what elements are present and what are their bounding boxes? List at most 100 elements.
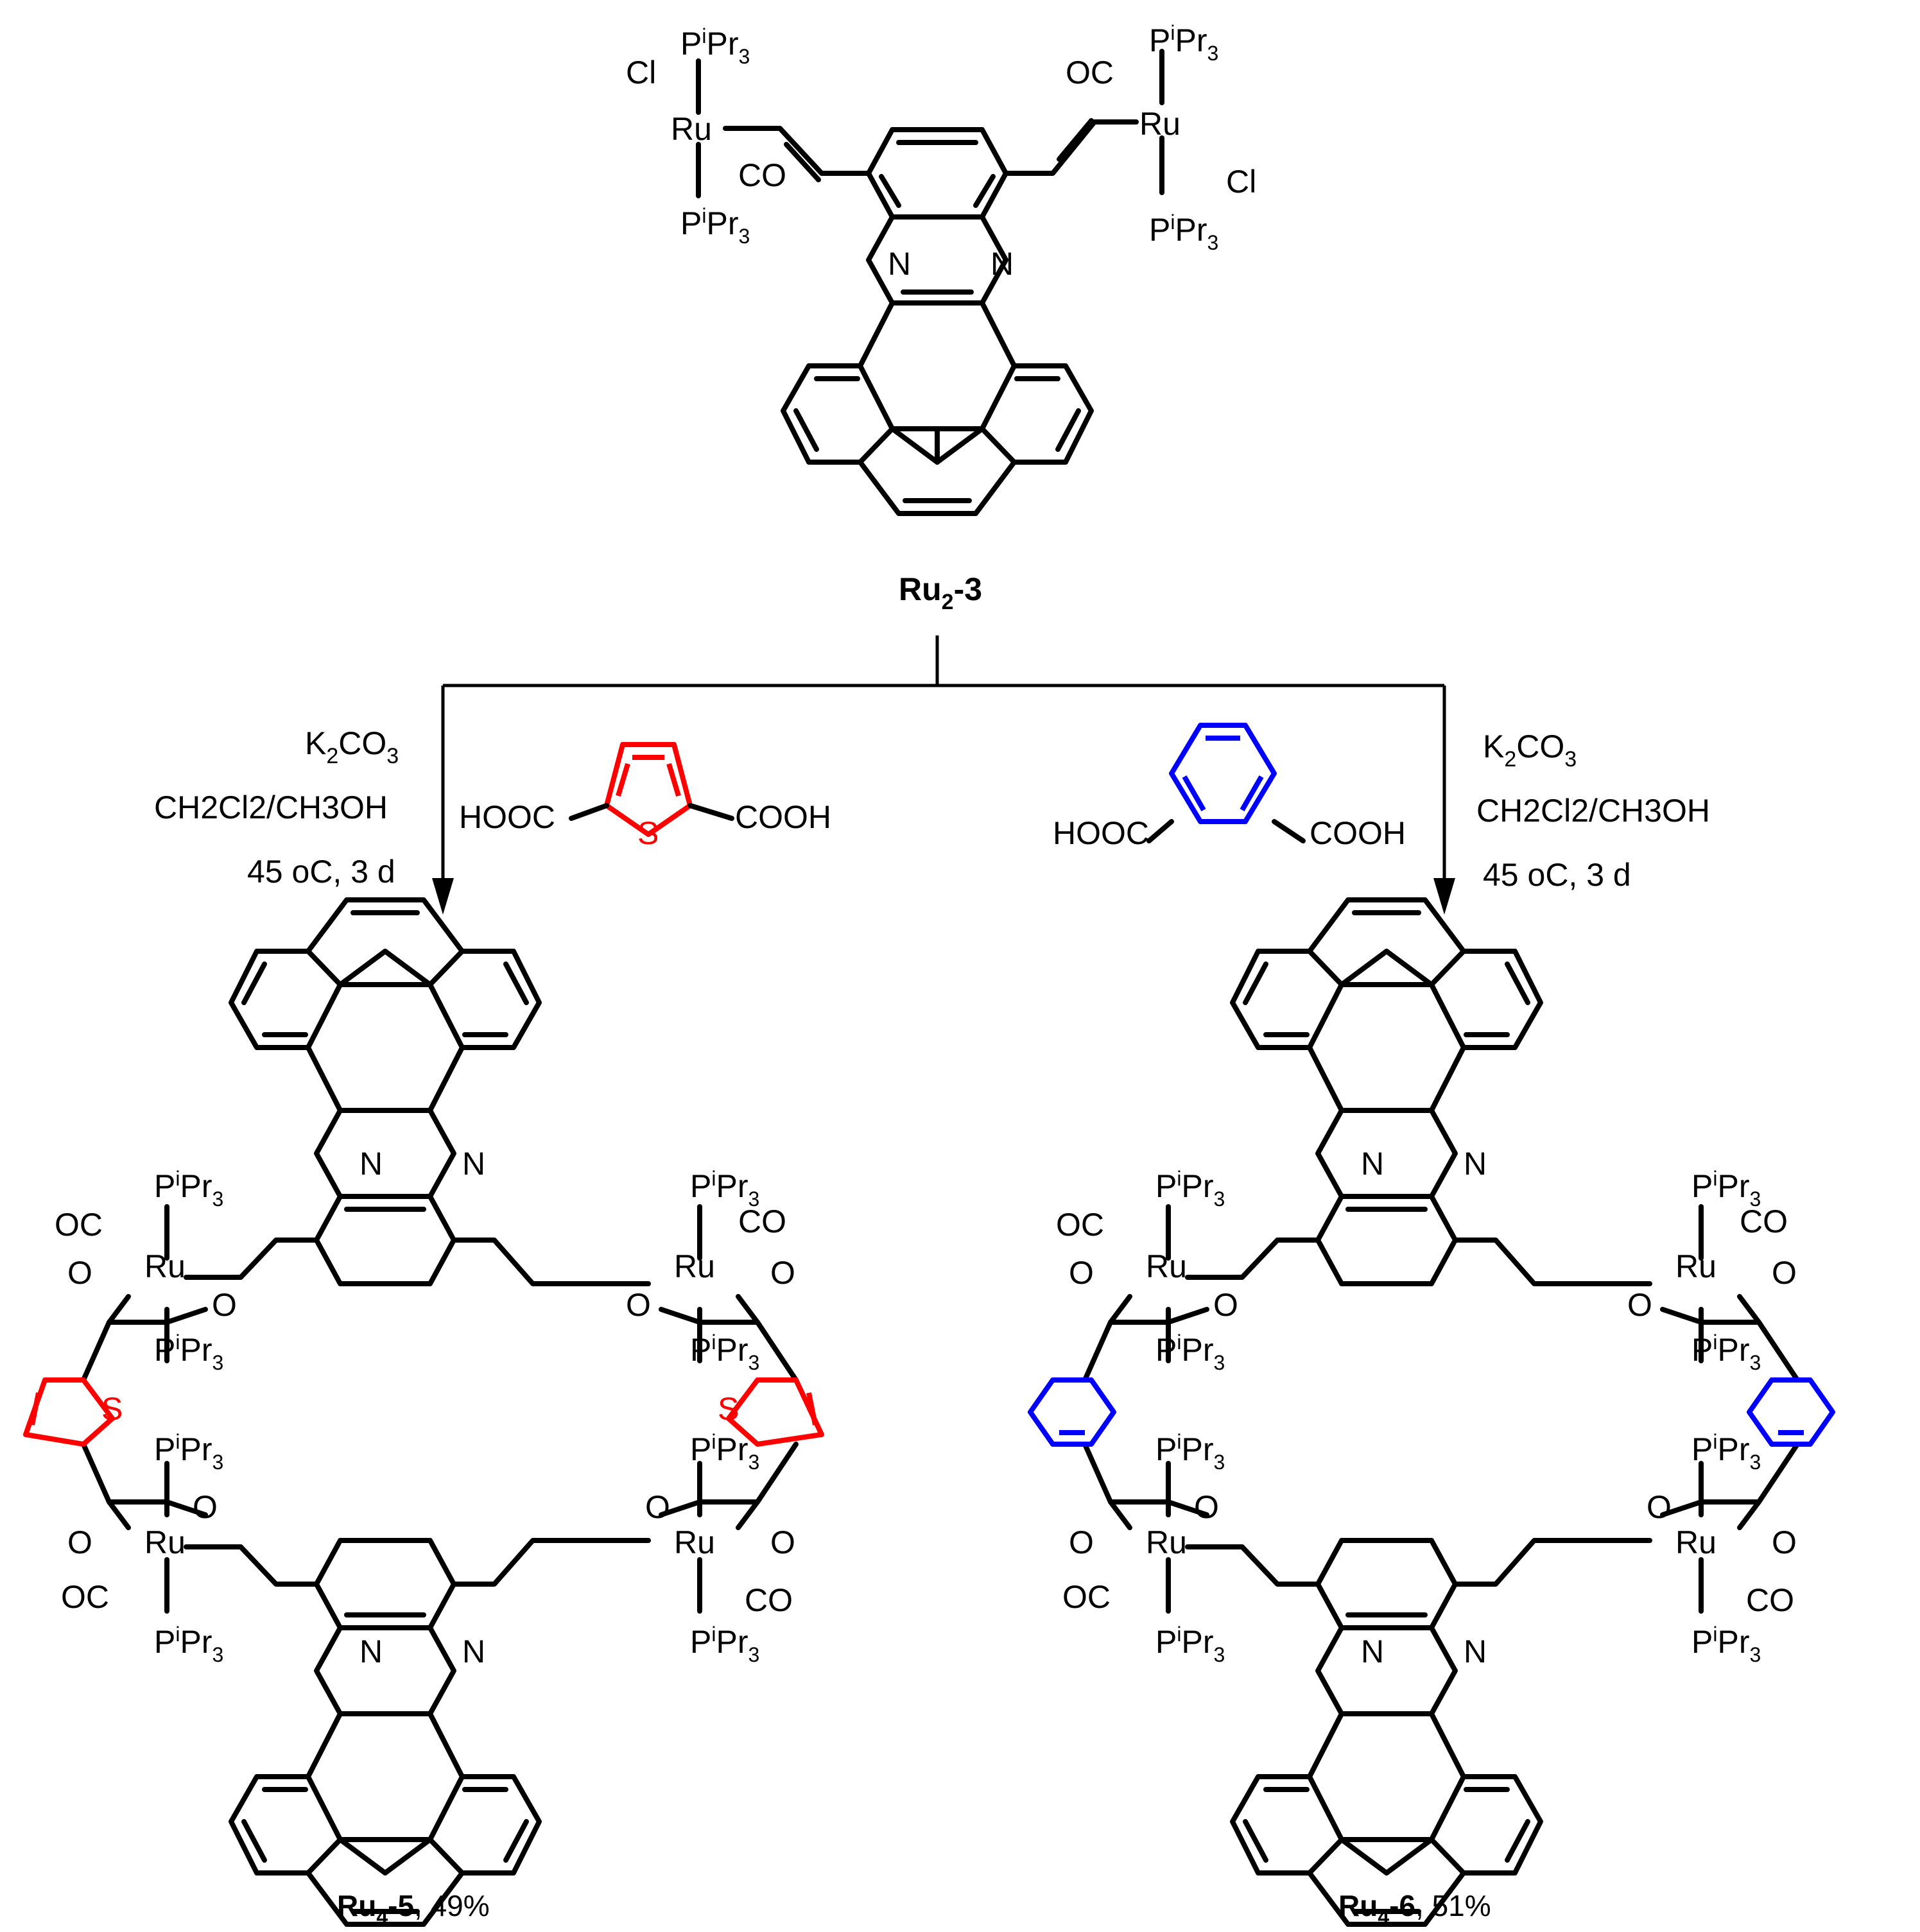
ru-upper-right: Ru [674,1248,715,1284]
o-lower-right-2: O [645,1489,670,1525]
upper-n-right: N [1464,1146,1487,1182]
lower-n-right: N [462,1634,485,1669]
branch-arrows [432,635,1455,915]
pipr3-upper-right-top: PiPr3 [1691,1167,1761,1211]
start-ru-left: Ru [671,111,712,147]
start-co-left: CO [738,157,786,193]
vinyl-and-metal-bonds [1082,1204,1800,1614]
product-label-ru4-5: Ru4-5, 49% [337,1889,490,1928]
o-lower-right-1: O [1772,1524,1797,1560]
start-compound-label: Ru2-3 [899,571,982,614]
upper-n-right: N [462,1146,485,1182]
o-lower-left-1: O [1069,1524,1094,1560]
upper-n-left: N [1361,1146,1384,1182]
ru-upper-left: Ru [1146,1248,1187,1284]
pipr3-lower-left-bottom: PiPr3 [154,1623,223,1666]
lower-n-left: N [1361,1634,1384,1669]
pipr3-upper-left-top: PiPr3 [154,1167,223,1211]
pipr3-lower-left-top: PiPr3 [1155,1430,1225,1474]
start-pipr3-top-left: PiPr3 [680,24,750,68]
thiophene-s-left: S [101,1391,123,1427]
start-left-vinyl [696,58,871,198]
start-pipr3-top-right: PiPr3 [1149,21,1218,65]
o-upper-right-2: O [626,1287,651,1323]
isophthalic-acid-left: HOOC [1053,815,1149,851]
right-conditions: K2CO3 CH2Cl2/CH3OH 45 oC, 3 d [1476,729,1710,893]
lower-benzo-ring [314,1538,456,1630]
upper-pyrene-core [1230,897,1543,1199]
o-lower-left-1: O [67,1524,92,1560]
pipr3-upper-left-bottom: PiPr3 [1155,1331,1225,1374]
thiophene-linker-right [726,1377,824,1447]
pipr3-upper-left-bottom: PiPr3 [154,1331,223,1374]
ru-lower-left: Ru [144,1524,186,1560]
o-lower-left-2: O [193,1489,218,1525]
oc-lower-left: OC [61,1579,109,1615]
pipr3-upper-right-bottom: PiPr3 [1691,1331,1761,1374]
upper-benzo-ring [314,1194,456,1286]
pipr3-lower-left-bottom: PiPr3 [1155,1623,1225,1666]
right-temp-time: 45 oC, 3 d [1483,857,1631,893]
o-upper-left-2: O [1213,1287,1238,1323]
thiophene-acid-left: HOOC [459,799,555,835]
o-upper-right-2: O [1627,1287,1652,1323]
co-upper-right: CO [1740,1203,1788,1239]
co-upper-right: CO [738,1203,786,1239]
start-oc-right: OC [1066,55,1114,91]
start-n-left: N [888,246,911,282]
o-upper-left-2: O [212,1287,237,1323]
start-pipr3-bottom-left: PiPr3 [680,204,750,248]
start-ru-right: Ru [1139,106,1181,142]
oc-upper-left: OC [55,1207,103,1243]
o-upper-left-1: O [67,1255,92,1291]
o-upper-right-1: O [1772,1255,1797,1291]
ru-upper-right: Ru [1675,1248,1717,1284]
left-conditions: K2CO3 CH2Cl2/CH3OH 45 oC, 3 d [154,725,399,890]
start-pyrene-core [781,127,1094,516]
pipr3-upper-right-bottom: PiPr3 [690,1331,759,1374]
right-solvent: CH2Cl2/CH3OH [1476,793,1710,829]
start-cl-left: Cl [626,55,656,91]
thiophene-acid-right: COOH [735,799,831,835]
isophthalic-acid: HOOC COOH [1053,723,1406,851]
ru-upper-left: Ru [144,1248,186,1284]
co-lower-right: CO [745,1582,793,1618]
lower-n-left: N [359,1634,383,1669]
ru-lower-right: Ru [1675,1524,1717,1560]
svg-text:PiPr3: PiPr3 [1149,211,1218,254]
pipr3-upper-right-top: PiPr3 [690,1167,759,1211]
oc-upper-left: OC [1056,1207,1104,1243]
start-n-right: N [990,246,1014,282]
left-temp-time: 45 oC, 3 d [247,854,395,890]
lower-pyrene-core [229,1625,542,1927]
svg-text:K2CO3: K2CO3 [1483,729,1577,772]
thiophene-dicarboxylic-acid: S HOOC COOH [459,742,831,851]
thiophene-s-right: S [718,1391,739,1427]
o-lower-right-2: O [1647,1489,1672,1525]
pipr3-lower-right-top: PiPr3 [690,1430,759,1474]
pipr3-lower-right-top: PiPr3 [1691,1430,1761,1474]
pipr3-lower-right-bottom: PiPr3 [1691,1623,1761,1666]
thiophene-sulfur: S [637,815,659,851]
left-solvent: CH2Cl2/CH3OH [154,789,388,825]
benzene-linker-left [1028,1377,1116,1447]
o-upper-right-1: O [770,1255,795,1291]
thiophene-linker-left [23,1377,115,1447]
svg-text:K2CO3: K2CO3 [305,725,399,768]
o-lower-right-1: O [770,1524,795,1560]
lower-benzo-ring [1315,1538,1458,1630]
svg-text:PiPr3: PiPr3 [1149,21,1218,65]
start-pipr3-bottom-right: PiPr3 [1149,211,1218,254]
pipr3-upper-left-top: PiPr3 [1155,1167,1225,1211]
oc-lower-left: OC [1062,1579,1111,1615]
start-material-ru2-3: N N Ru Cl CO PiPr3 PiPr3 Ru OC Cl PiPr3 [626,21,1256,614]
upper-pyrene-core [229,897,542,1199]
svg-text:PiPr3: PiPr3 [680,204,750,248]
start-cl-right: Cl [1226,164,1256,200]
svg-text:PiPr3: PiPr3 [680,24,750,68]
benzene-linker-right [1747,1377,1835,1447]
pipr3-lower-right-bottom: PiPr3 [690,1623,759,1666]
